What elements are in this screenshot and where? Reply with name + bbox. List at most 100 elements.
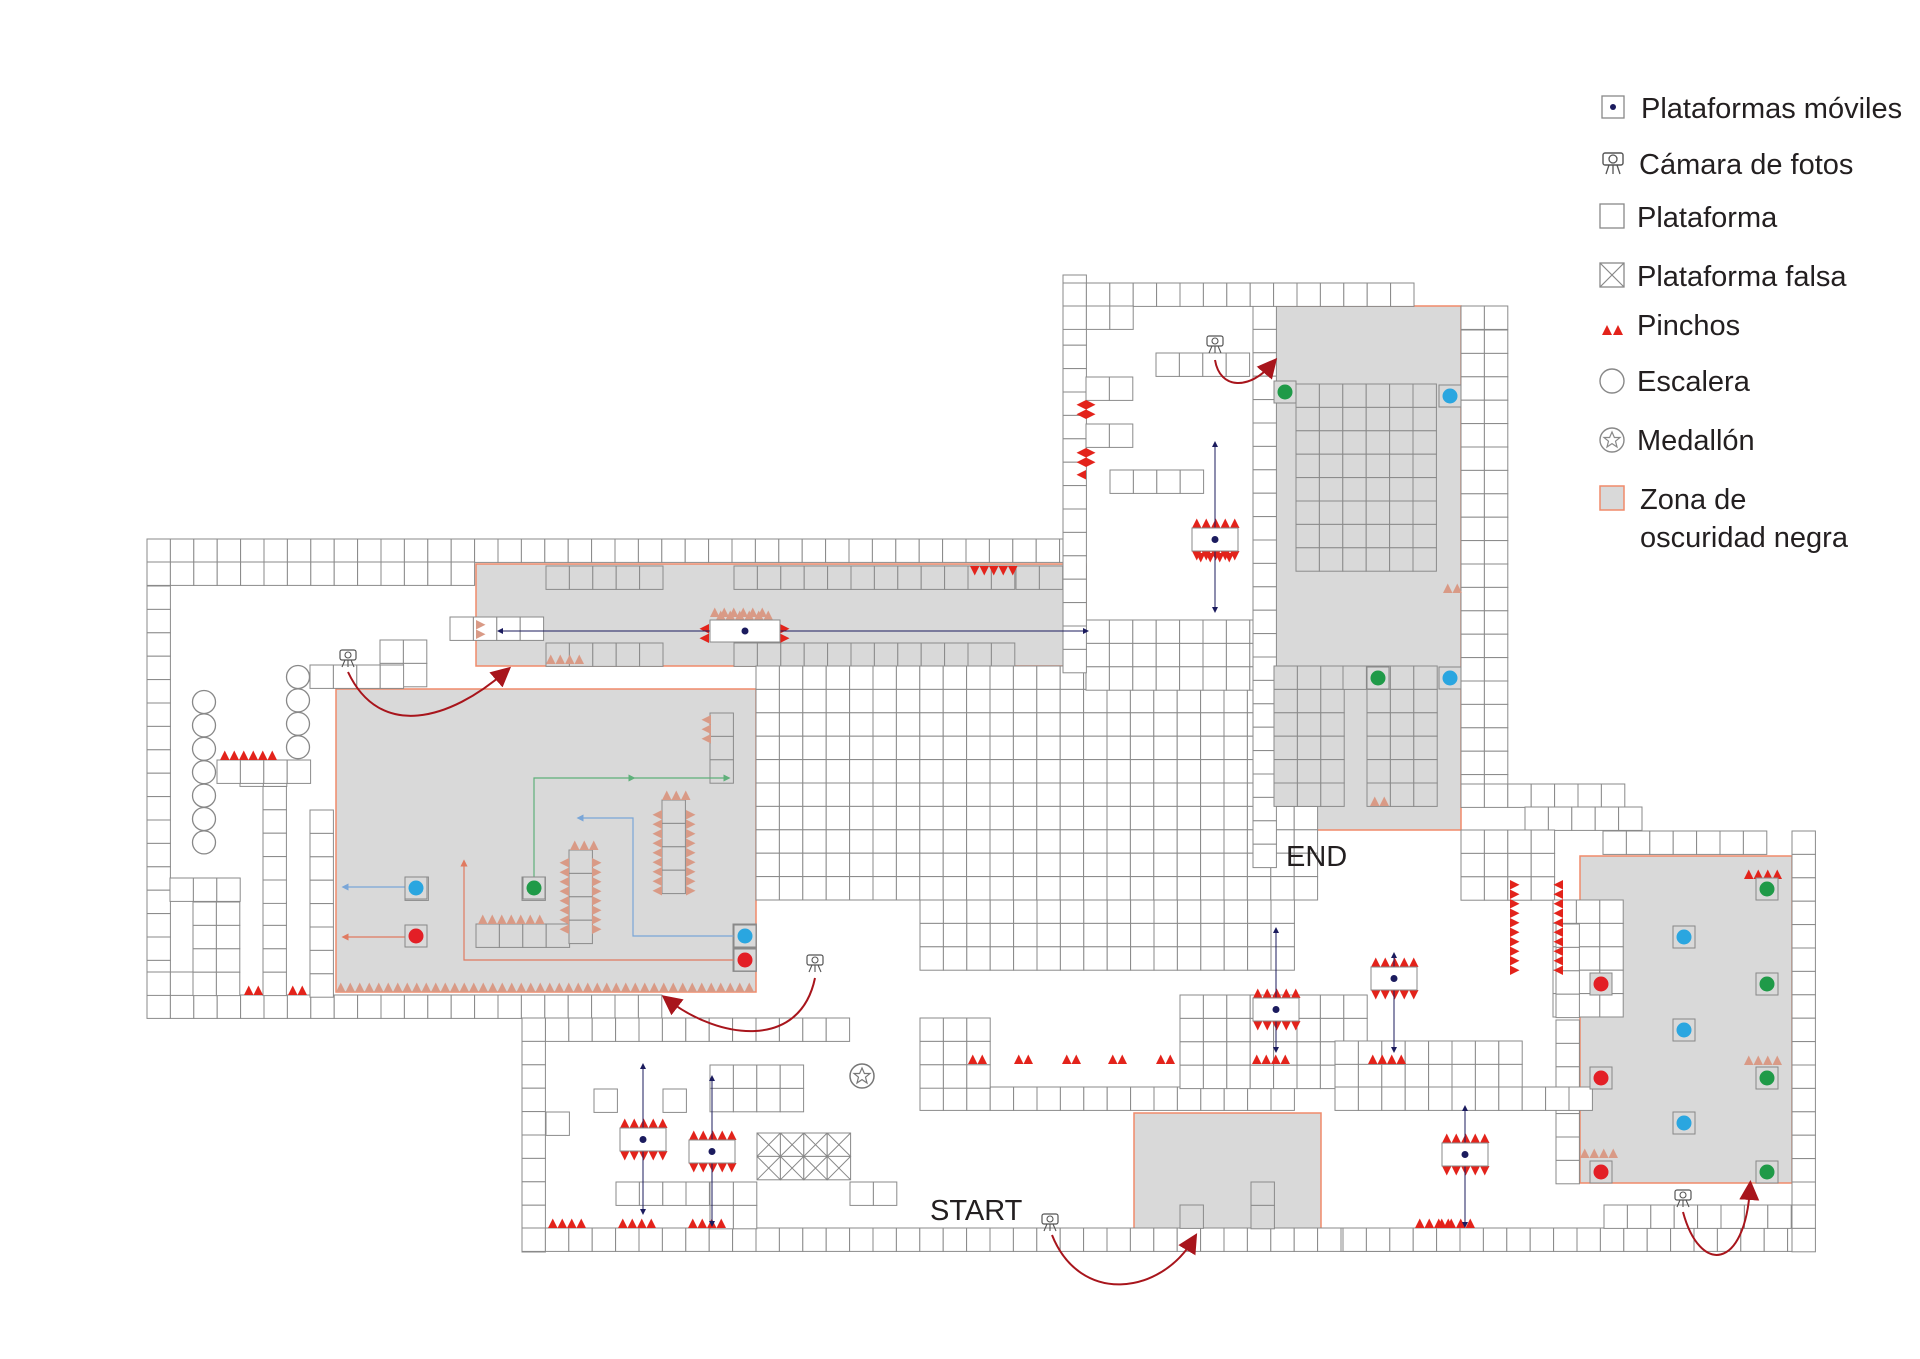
platform-tile bbox=[309, 832, 334, 858]
platform-tile bbox=[1085, 376, 1110, 401]
platform-tile bbox=[825, 665, 851, 690]
platform-tile bbox=[1767, 1204, 1792, 1229]
platform-tile bbox=[849, 712, 874, 737]
platform-tile bbox=[1460, 352, 1485, 378]
platform-tile bbox=[1200, 876, 1225, 901]
platform-tile bbox=[895, 876, 921, 901]
platform-tile bbox=[1225, 642, 1251, 668]
platform-tile bbox=[192, 948, 217, 973]
spike bbox=[592, 877, 602, 887]
platform-tile bbox=[1202, 1064, 1228, 1090]
spike bbox=[652, 810, 662, 820]
platform-tile bbox=[1252, 796, 1277, 822]
platform-tile bbox=[1200, 759, 1225, 784]
platform-tile bbox=[1252, 492, 1277, 518]
start-label: START bbox=[930, 1195, 1023, 1227]
platform-tile bbox=[1428, 1063, 1453, 1089]
platform-tile bbox=[1108, 642, 1134, 668]
platform-tile bbox=[216, 877, 241, 902]
platform-tile bbox=[709, 735, 734, 761]
ladder-icon bbox=[1599, 368, 1625, 394]
spike bbox=[1753, 1055, 1763, 1065]
spike bbox=[1510, 937, 1520, 947]
platform-tile bbox=[1555, 993, 1580, 1019]
platform-tile bbox=[240, 561, 265, 586]
switch-dot bbox=[1277, 384, 1293, 400]
platform-tile bbox=[966, 946, 991, 971]
platform-tile bbox=[919, 805, 944, 831]
platform-tile bbox=[1083, 829, 1108, 854]
platform-tile bbox=[1223, 688, 1248, 714]
platform-tile bbox=[1413, 712, 1438, 737]
platform-tile bbox=[778, 829, 804, 854]
platform-tile bbox=[216, 561, 242, 586]
platform-tile bbox=[1129, 829, 1155, 854]
platform-tile bbox=[778, 712, 804, 737]
platform-tile bbox=[1571, 806, 1596, 831]
platform-tile bbox=[1365, 430, 1391, 455]
platform-tile bbox=[1153, 1227, 1178, 1252]
platform-tile bbox=[1106, 876, 1131, 901]
spike bbox=[220, 750, 230, 760]
platform-tile bbox=[685, 1227, 710, 1252]
spike bbox=[1230, 518, 1240, 528]
platform-tile bbox=[803, 565, 829, 590]
platform-tile bbox=[1357, 1063, 1383, 1089]
platform-tile bbox=[989, 899, 1015, 924]
platform-tile bbox=[1483, 516, 1509, 542]
platform-tile bbox=[1252, 609, 1277, 635]
spike bbox=[546, 654, 556, 664]
platform-tile bbox=[1012, 1227, 1038, 1252]
platform-tile bbox=[1176, 829, 1202, 854]
fake-platforms bbox=[756, 1132, 852, 1181]
platform-tile bbox=[1202, 1041, 1228, 1066]
platform-tile bbox=[262, 948, 287, 973]
platform-tile bbox=[942, 1040, 968, 1066]
spike bbox=[548, 1218, 558, 1228]
platform-tile bbox=[1404, 1063, 1430, 1089]
switch-dot bbox=[526, 880, 542, 896]
camera-arrow bbox=[661, 977, 816, 1033]
platform-tile bbox=[1062, 305, 1087, 330]
platform-tile bbox=[1130, 1086, 1155, 1111]
platform-tile bbox=[1153, 829, 1178, 854]
platform-tile bbox=[1555, 1159, 1580, 1185]
platform-tile bbox=[1555, 1136, 1580, 1161]
spike bbox=[668, 982, 678, 992]
platform-tile bbox=[1200, 688, 1225, 714]
platform-tile bbox=[520, 538, 546, 563]
spike bbox=[620, 1118, 630, 1128]
fake-platform-cross bbox=[780, 1132, 805, 1157]
platform-tile bbox=[802, 735, 827, 761]
platform-tile bbox=[1576, 1227, 1601, 1252]
platform-tile bbox=[1252, 305, 1277, 330]
spike bbox=[618, 1218, 628, 1228]
platform-tile bbox=[567, 538, 593, 563]
platform-tile bbox=[920, 642, 946, 667]
spike bbox=[1281, 1021, 1291, 1031]
spike bbox=[1399, 957, 1409, 967]
platform-tile bbox=[825, 712, 851, 737]
camera-arrows bbox=[347, 357, 1760, 1286]
platform-tile bbox=[1109, 282, 1134, 307]
platform-tile bbox=[920, 565, 946, 590]
platform-tile bbox=[545, 565, 570, 590]
end-label: END bbox=[1286, 841, 1347, 873]
platform-tile bbox=[1083, 876, 1108, 901]
platform-tile bbox=[1320, 759, 1345, 784]
spike bbox=[979, 566, 989, 576]
moving-platform-dot bbox=[1390, 975, 1398, 982]
spike bbox=[1156, 1054, 1166, 1064]
fake-platform-cross bbox=[803, 1156, 828, 1181]
platform-tile bbox=[989, 688, 1014, 714]
switch-dot bbox=[737, 952, 753, 968]
platform-tile bbox=[755, 665, 780, 690]
platform-tile bbox=[1389, 547, 1414, 572]
platform-tile bbox=[1246, 876, 1272, 901]
platform-tile bbox=[1036, 712, 1061, 737]
platform-tile bbox=[1062, 555, 1087, 580]
spike bbox=[717, 1163, 727, 1173]
spike bbox=[686, 819, 696, 829]
spikes bbox=[220, 400, 1782, 1228]
platform-tile bbox=[262, 832, 287, 858]
